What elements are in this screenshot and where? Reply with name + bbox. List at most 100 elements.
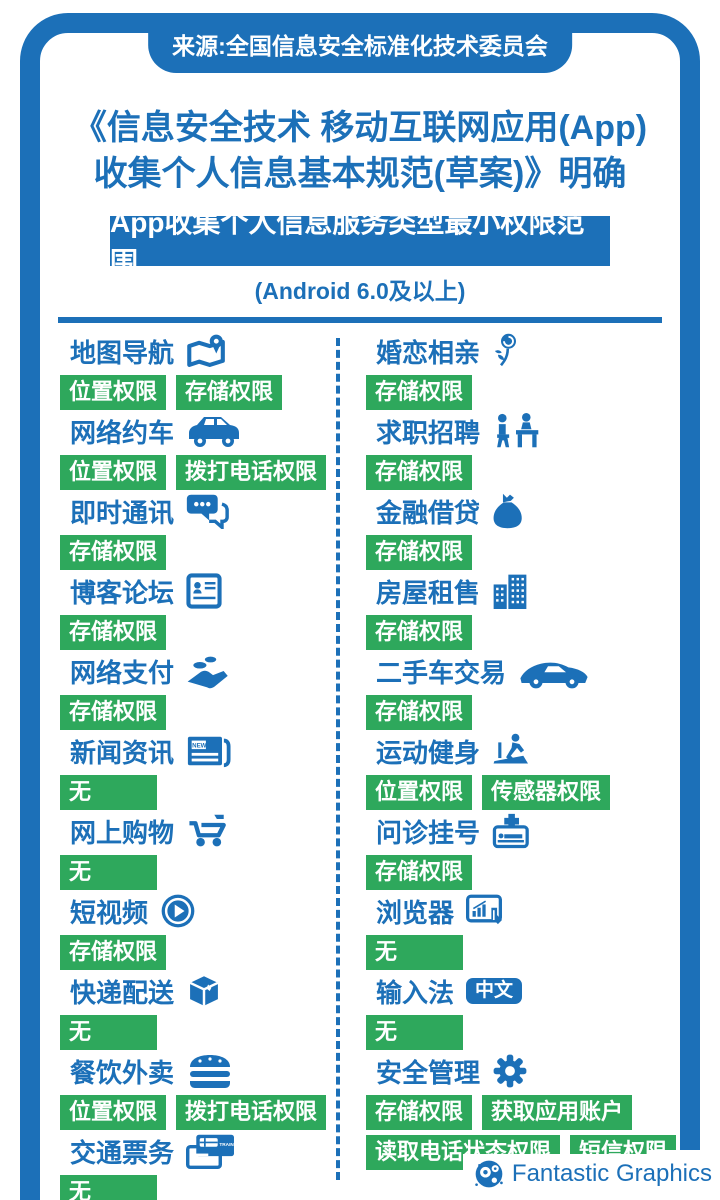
- app-category-item: 二手车交易存储权限: [366, 652, 696, 730]
- category-label-row: 网络约车: [70, 412, 332, 450]
- app-category-item: 交通票务 TRAIN 无: [60, 1132, 332, 1200]
- app-category-item: 网上购物无: [60, 812, 332, 890]
- permission-tag: 存储权限: [366, 535, 473, 570]
- permission-tag: 无: [60, 775, 157, 810]
- column-divider: [336, 338, 340, 1180]
- permission-tag: 拨打电话权限: [176, 1095, 327, 1130]
- permission-tag-row: 存储权限: [366, 855, 696, 890]
- category-label: 问诊挂号: [376, 817, 481, 848]
- category-label: 安全管理: [376, 1057, 481, 1088]
- burger-icon: [186, 1053, 234, 1089]
- money-bag-icon: [492, 493, 523, 529]
- app-category-item: 婚恋相亲存储权限: [366, 332, 696, 410]
- permission-tag: 存储权限: [60, 615, 167, 650]
- permission-tag-row: 存储权限获取应用账户: [366, 1095, 696, 1130]
- permission-tag-row: 存储权限: [60, 615, 332, 650]
- category-label: 网上购物: [70, 817, 175, 848]
- shopping-cart-icon: [186, 813, 227, 849]
- category-label: 求职招聘: [376, 417, 481, 448]
- permission-tag: 位置权限: [60, 1095, 167, 1130]
- permission-tag: 位置权限: [366, 775, 473, 810]
- permission-tag-row: 无: [60, 855, 332, 890]
- category-label-row: 金融借贷: [376, 492, 696, 530]
- source-badge: 来源:全国信息安全标准化技术委员会: [148, 13, 572, 73]
- category-label-row: 网上购物: [70, 812, 332, 850]
- category-label-row: 即时通讯: [70, 492, 332, 530]
- train-ticket-icon: TRAIN: [186, 1133, 236, 1169]
- permission-tag-row: 存储权限: [60, 535, 332, 570]
- chat-bubbles-icon: [186, 493, 229, 529]
- permission-tag-row: 无: [60, 775, 332, 810]
- category-label-row: 问诊挂号: [376, 812, 696, 850]
- app-category-item: 快递配送无: [60, 972, 332, 1050]
- category-label-row: 婚恋相亲: [376, 332, 696, 370]
- horizontal-rule: [58, 317, 662, 323]
- category-label-row: 快递配送: [70, 972, 332, 1010]
- source-badge-text: 来源:全国信息安全标准化技术委员会: [172, 33, 548, 59]
- permission-tag-row: 无: [366, 1015, 696, 1050]
- job-interview-icon: [492, 413, 540, 449]
- permission-tag: 无: [60, 1175, 157, 1200]
- permission-tag: 无: [60, 855, 157, 890]
- permission-tag: 传感器权限: [482, 775, 611, 810]
- permission-tag-row: 存储权限: [366, 375, 696, 410]
- payment-hand-icon: [186, 653, 229, 689]
- permission-tag: 存储权限: [366, 455, 473, 490]
- permission-tag-row: 位置权限拨打电话权限: [60, 455, 332, 490]
- permission-tag-row: 无: [60, 1015, 332, 1050]
- permission-tag: 存储权限: [366, 375, 473, 410]
- permission-tag-row: 存储权限: [366, 535, 696, 570]
- permission-tag: 位置权限: [60, 455, 167, 490]
- permission-tag-row: 无: [366, 935, 696, 970]
- package-icon: [186, 973, 222, 1009]
- category-label: 交通票务: [70, 1137, 175, 1168]
- category-label: 婚恋相亲: [376, 337, 481, 368]
- permission-tag: 拨打电话权限: [176, 455, 327, 490]
- category-label: 输入法: [376, 977, 455, 1008]
- app-category-item: 博客论坛存储权限: [60, 572, 332, 650]
- permission-tag: 存储权限: [366, 855, 473, 890]
- category-label: 运动健身: [376, 737, 481, 768]
- svg-text:NEWS: NEWS: [192, 743, 210, 750]
- fantastic-graphics-logo-icon: [473, 1158, 505, 1190]
- category-label: 网络约车: [70, 417, 175, 448]
- app-category-item: 求职招聘存储权限: [366, 412, 696, 490]
- permission-tag: 存储权限: [366, 615, 473, 650]
- left-column: 地图导航位置权限存储权限网络约车位置权限拨打电话权限即时通讯存储权限博客论坛存储…: [60, 332, 332, 1200]
- video-play-icon: [160, 893, 196, 929]
- page-title-line2: 收集个人信息基本规范(草案)》明确: [93, 154, 627, 193]
- app-category-item: 网络约车位置权限拨打电话权限: [60, 412, 332, 490]
- permission-tag: 存储权限: [60, 935, 167, 970]
- category-label-row: 运动健身: [376, 732, 696, 770]
- android-version-subtitle: (Android 6.0及以上): [254, 278, 466, 304]
- category-label: 餐饮外卖: [70, 1057, 175, 1088]
- sports-car-icon: [518, 653, 590, 689]
- svg-text:TRAIN: TRAIN: [219, 1142, 234, 1147]
- category-label-row: 网络支付: [70, 652, 332, 690]
- app-category-item: 运动健身位置权限传感器权限: [366, 732, 696, 810]
- footer-brand-text: Fantastic Graphics: [511, 1160, 712, 1187]
- news-icon: NEWS: [186, 733, 231, 769]
- permission-tag-row: 存储权限: [60, 695, 332, 730]
- permission-tag: 存储权限: [366, 1095, 473, 1130]
- category-label: 博客论坛: [70, 577, 175, 608]
- permission-tag: 无: [366, 1015, 463, 1050]
- category-label: 二手车交易: [376, 657, 507, 688]
- permission-tag: 位置权限: [60, 375, 167, 410]
- permission-tag: 存储权限: [60, 535, 167, 570]
- app-category-item: 安全管理存储权限获取应用账户读取电话状态权限短信权限: [366, 1052, 696, 1170]
- category-label-row: 交通票务 TRAIN: [70, 1132, 332, 1170]
- category-label-row: 求职招聘: [376, 412, 696, 450]
- category-label-row: 输入法中文: [376, 972, 696, 1010]
- app-category-item: 房屋租售存储权限: [366, 572, 696, 650]
- app-category-item: 输入法中文无: [366, 972, 696, 1050]
- permission-tag-row: 位置权限存储权限: [60, 375, 332, 410]
- app-category-item: 金融借贷存储权限: [366, 492, 696, 570]
- category-label: 网络支付: [70, 657, 175, 688]
- permission-tag-row: 位置权限拨打电话权限: [60, 1095, 332, 1130]
- section-banner-text: App收集个人信息服务类型最小权限范围: [110, 207, 585, 278]
- buildings-icon: [492, 573, 528, 609]
- rose-icon: [492, 333, 521, 369]
